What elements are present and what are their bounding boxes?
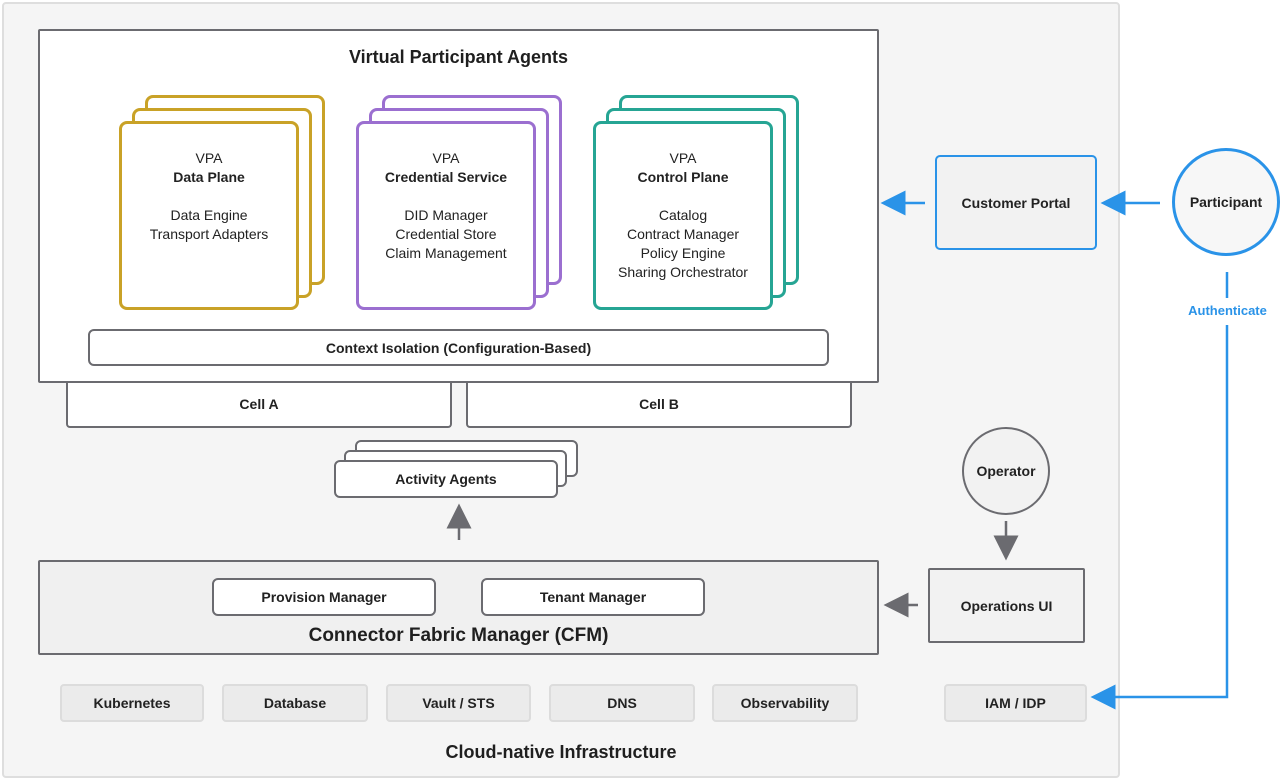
infra-kubernetes[interactable]: Kubernetes (60, 684, 204, 722)
control-plane-card[interactable]: VPA Control Plane Catalog Contract Manag… (593, 121, 773, 310)
infra-database[interactable]: Database (222, 684, 368, 722)
data-plane-item: Data Engine (170, 207, 248, 223)
data-plane-tag: VPA (195, 150, 223, 166)
tenant-manager-box[interactable]: Tenant Manager (481, 578, 705, 616)
control-plane-item: Contract Manager (626, 226, 740, 242)
participant-actor[interactable]: Participant (1172, 148, 1280, 256)
operator-label: Operator (976, 463, 1036, 479)
infra-kubernetes-label: Kubernetes (93, 695, 171, 711)
data-plane-card[interactable]: VPA Data Plane Data Engine Transport Ada… (119, 121, 299, 310)
iam-idp-box[interactable]: IAM / IDP (944, 684, 1087, 722)
data-plane-item: Transport Adapters (149, 226, 269, 242)
cfm-title: Connector Fabric Manager (CFM) (308, 625, 609, 646)
control-plane-item: Policy Engine (640, 245, 726, 261)
cell-a[interactable]: Cell A (66, 381, 452, 428)
infra-vault-sts[interactable]: Vault / STS (386, 684, 531, 722)
control-plane-item: Catalog (658, 207, 708, 223)
tenant-manager-label: Tenant Manager (539, 589, 647, 605)
provision-manager-label: Provision Manager (261, 589, 387, 605)
control-plane-tag: VPA (669, 150, 697, 166)
participant-label: Participant (1189, 194, 1263, 210)
infrastructure-title: Cloud-native Infrastructure (445, 742, 677, 762)
credential-service-card[interactable]: VPA Credential Service DID Manager Crede… (356, 121, 536, 310)
authenticate-label: Authenticate (1188, 303, 1267, 318)
control-plane-name: Control Plane (637, 169, 729, 185)
infra-observability[interactable]: Observability (712, 684, 858, 722)
credential-service-name: Credential Service (384, 169, 508, 185)
control-plane-item: Sharing Orchestrator (618, 264, 748, 280)
context-isolation-label: Context Isolation (Configuration-Based) (325, 339, 592, 356)
infra-dns-label: DNS (607, 695, 637, 711)
customer-portal-box[interactable]: Customer Portal (935, 155, 1097, 250)
cell-b-label: Cell B (639, 395, 679, 412)
infra-dns[interactable]: DNS (549, 684, 695, 722)
infra-observability-label: Observability (740, 695, 830, 711)
cell-a-label: Cell A (239, 395, 279, 412)
provision-manager-box[interactable]: Provision Manager (212, 578, 436, 616)
authenticate-line-lower (1090, 325, 1229, 710)
activity-agents-label: Activity Agents (395, 471, 497, 487)
data-plane-name: Data Plane (173, 169, 245, 185)
vpa-title: Virtual Participant Agents (348, 47, 569, 67)
operator-actor[interactable]: Operator (962, 427, 1050, 515)
credential-service-item: Credential Store (395, 226, 497, 242)
operations-ui-label: Operations UI (960, 597, 1053, 614)
operations-ui-box[interactable]: Operations UI (928, 568, 1085, 643)
credential-service-tag: VPA (432, 150, 460, 166)
credential-service-item: Claim Management (385, 245, 507, 261)
infra-database-label: Database (263, 695, 327, 711)
credential-service-item: DID Manager (404, 207, 488, 223)
infra-vault-sts-label: Vault / STS (422, 695, 495, 711)
activity-agents-box[interactable]: Activity Agents (334, 460, 558, 498)
context-isolation-bar[interactable]: Context Isolation (Configuration-Based) (88, 329, 829, 366)
cfm-container (38, 560, 879, 655)
iam-idp-label: IAM / IDP (985, 695, 1046, 711)
customer-portal-label: Customer Portal (961, 194, 1071, 211)
cell-b[interactable]: Cell B (466, 381, 852, 428)
